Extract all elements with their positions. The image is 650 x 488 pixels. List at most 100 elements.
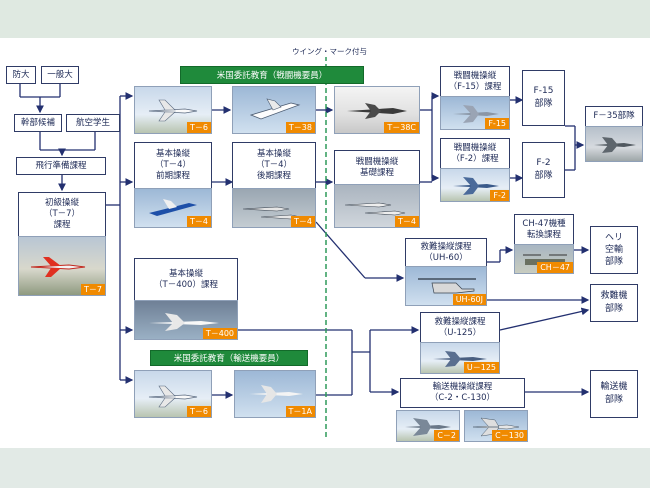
f2-tag: F-2 xyxy=(490,190,509,201)
rescue-unit-line2: 部隊 xyxy=(604,304,623,314)
f15-course-line1: 戦闘機操縦 xyxy=(453,70,497,81)
heli-unit-line2: 空輸 xyxy=(604,245,623,255)
f35-unit: F－35部隊 xyxy=(585,106,643,126)
t4-fighter-tag: T－4 xyxy=(395,216,419,227)
ch47-line2: 転換課程 xyxy=(526,229,561,240)
basic-late-line3: 後期課程 xyxy=(256,171,291,181)
transport-course-box: 輸送機操縦課程 （C-2・C-130） xyxy=(400,378,525,408)
u125-aircraft-icon xyxy=(433,351,487,367)
t7-tag: T－7 xyxy=(81,284,105,295)
heli-unit-line3: 部隊 xyxy=(604,257,623,267)
fighter-basic-line2: 基礎課程 xyxy=(359,167,394,178)
rescue-uh60-line1: 救難操縦課程 xyxy=(420,241,472,252)
fighter-basic-box: 戦闘機操縦 基礎課程 xyxy=(334,150,420,184)
rescue-uh60-line2: （UH-60） xyxy=(424,252,468,263)
c2-photo: C－2 xyxy=(396,410,460,442)
f2-course-line1: 戦闘機操縦 xyxy=(453,142,497,153)
f2-unit: F-2 部隊 xyxy=(522,142,565,198)
c2-tag: C－2 xyxy=(434,430,459,441)
bottom-background-band xyxy=(0,448,650,488)
t38-photo: T－38 xyxy=(232,86,316,134)
f2-unit-line2: 部隊 xyxy=(534,171,553,181)
rescue-unit-line1: 救難機 xyxy=(600,291,628,301)
basic-late-line2: （T－4） xyxy=(255,160,293,170)
t6-aircraft-icon xyxy=(148,99,198,122)
f2-aircraft-icon xyxy=(453,177,499,195)
t4-early-aircraft-icon xyxy=(149,199,197,216)
f2-course-line2: （F-2）課程 xyxy=(451,153,499,164)
t1a-photo: T－1A xyxy=(234,370,316,418)
top-background-band xyxy=(0,0,650,38)
f15-unit-line1: F-15 xyxy=(533,86,554,96)
t400-tag: T－400 xyxy=(202,328,237,339)
c130-tag: C－130 xyxy=(492,430,527,441)
us-transport-t6-tag: T－6 xyxy=(187,406,211,417)
t4-early-photo: T－4 xyxy=(134,188,212,228)
uh60-helicopter-icon xyxy=(418,278,476,294)
t38c-photo: T－38C xyxy=(334,86,420,134)
basic-early-line1: 基本操縦 xyxy=(155,149,190,159)
f15-unit: F-15 部隊 xyxy=(522,70,565,126)
basic-early-box: 基本操縦 （T－4） 前期課程 xyxy=(134,142,212,188)
rescue-u125-line2: （U-125） xyxy=(438,327,482,338)
t400-line1: 基本操縦 xyxy=(168,268,203,279)
f15-course-box: 戦闘機操縦 （F-15）課程 xyxy=(440,66,510,96)
t7-photo: T－7 xyxy=(18,236,106,296)
t4-late-photo: T－4 xyxy=(232,188,316,228)
basic-late-box: 基本操縦 （T－4） 後期課程 xyxy=(232,142,316,188)
t400-aircraft-icon xyxy=(149,313,219,331)
f15-tag: F-15 xyxy=(485,118,509,129)
entry-ippan-label: 一般大 xyxy=(47,69,73,80)
t4-fighter-photo: T－4 xyxy=(334,184,420,228)
t38c-aircraft-icon xyxy=(347,103,407,119)
us-transport-banner: 米国委託教育（輸送機要員） xyxy=(150,350,308,366)
u125-photo: U－125 xyxy=(420,342,500,374)
primary-course-box: 初級操縦 （T－7） 課程 xyxy=(18,192,106,236)
f35-aircraft-icon xyxy=(594,137,636,153)
t400-line2: （T－400）課程 xyxy=(154,279,218,290)
t400-course-box: 基本操縦 （T－400）課程 xyxy=(134,258,238,300)
wing-mark-label: ウイング・マーク付与 xyxy=(290,46,369,57)
t4-fighter-aircraft-icon xyxy=(344,202,406,216)
f15-unit-line2: 部隊 xyxy=(534,99,553,109)
f35-photo xyxy=(585,126,643,162)
t38-aircraft-icon xyxy=(249,98,301,120)
entry-kouku: 航空学生 xyxy=(66,114,120,132)
transport-unit: 輸送機 部隊 xyxy=(590,370,638,418)
t7-aircraft-icon xyxy=(30,257,86,277)
basic-early-line3: 前期課程 xyxy=(155,171,190,181)
transport-course-line1: 輸送機操縦課程 xyxy=(432,382,493,392)
entry-kanbu: 幹部候補 xyxy=(14,114,62,132)
fighter-basic-line1: 戦闘機操縦 xyxy=(355,156,399,167)
transport-unit-line1: 輸送機 xyxy=(600,382,628,392)
us-transport-banner-label: 米国委託教育（輸送機要員） xyxy=(173,354,285,364)
t6-transport-aircraft-icon xyxy=(148,385,198,408)
primary-course-title: 初級操縦 xyxy=(44,198,79,208)
c2-aircraft-icon xyxy=(405,418,451,436)
entry-ippan: 一般大 xyxy=(41,66,79,84)
entry-bodai: 防大 xyxy=(6,66,36,84)
f2-unit-line1: F-2 xyxy=(536,158,551,168)
f2-photo: F-2 xyxy=(440,168,510,202)
f15-course-line2: （F-15）課程 xyxy=(448,81,502,92)
entry-kanbu-label: 幹部候補 xyxy=(20,117,55,128)
primary-course-suffix: 課程 xyxy=(53,220,71,230)
us-t6-tag: T－6 xyxy=(187,122,211,133)
uh60-tag: UH-60J xyxy=(452,294,486,305)
t1a-tag: T－1A xyxy=(285,406,315,417)
flight-prep-course: 飛行準備課程 xyxy=(16,157,106,175)
flight-prep-label: 飛行準備課程 xyxy=(35,160,87,171)
t38c-tag: T－38C xyxy=(384,122,419,133)
rescue-unit: 救難機 部隊 xyxy=(590,284,638,322)
rescue-uh60-box: 救難操縦課程 （UH-60） xyxy=(405,238,487,266)
us-fighter-banner-label: 米国委託教育（戦闘機要員） xyxy=(216,71,328,81)
ch47-line1: CH-47機種 xyxy=(522,218,566,229)
f2-course-box: 戦闘機操縦 （F-2）課程 xyxy=(440,138,510,168)
t1a-aircraft-icon xyxy=(249,385,303,403)
ch47-tag: CH－47 xyxy=(537,262,573,273)
ch47-course-box: CH-47機種 転換課程 xyxy=(514,214,574,244)
entry-bodai-label: 防大 xyxy=(12,69,30,80)
transport-unit-line2: 部隊 xyxy=(604,395,623,405)
entry-kouku-label: 航空学生 xyxy=(75,117,110,128)
